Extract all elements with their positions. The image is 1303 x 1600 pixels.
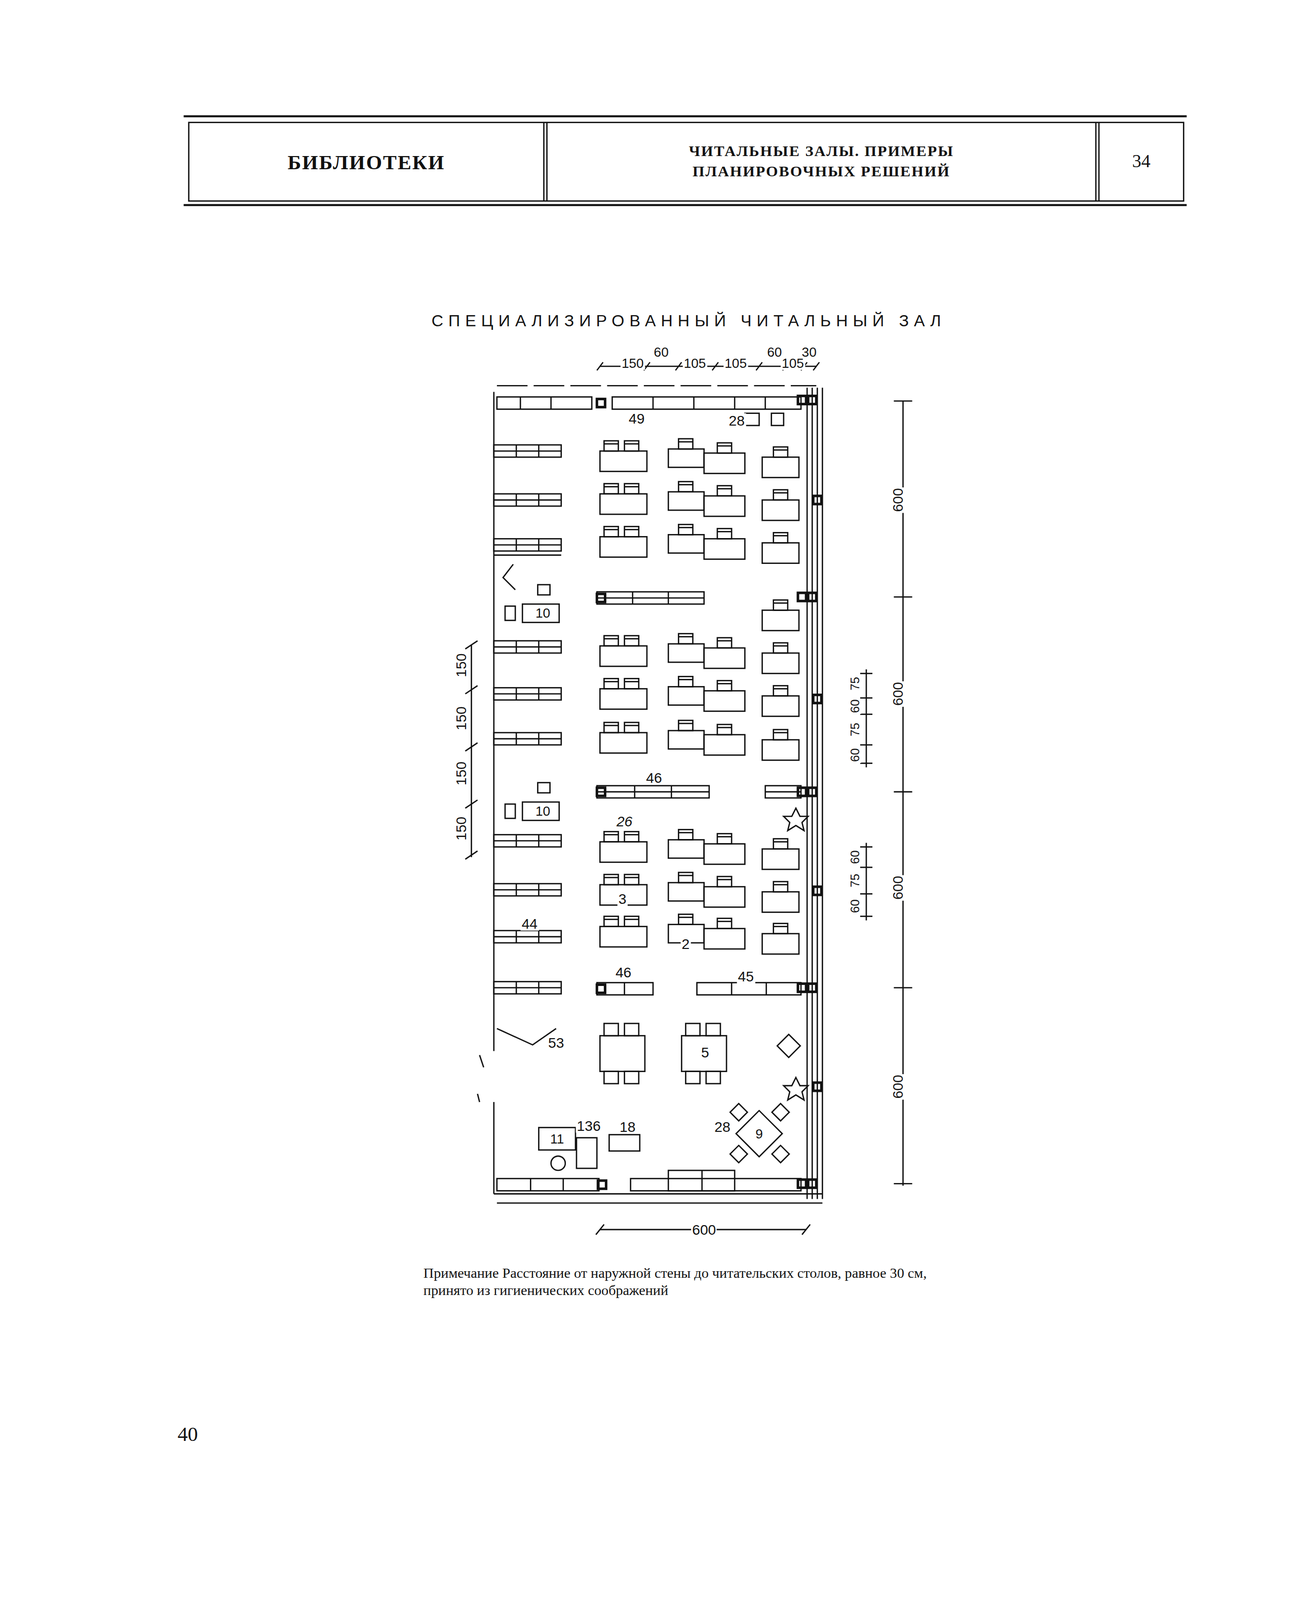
dimension-value: 60	[849, 898, 862, 914]
dimension-value: 150	[620, 356, 645, 370]
dimension-value: 75	[849, 721, 862, 738]
header-cell: 34	[1098, 122, 1184, 202]
dimension-value: 150	[453, 815, 469, 842]
header-text: БИБЛИОТЕКИ	[287, 148, 446, 175]
dimension-value: 60	[849, 849, 862, 865]
callout-number: 53	[547, 1035, 565, 1050]
dimension-value: 600	[890, 874, 905, 901]
dimension-value: 150	[453, 760, 469, 787]
dimension-value: 30	[800, 345, 818, 359]
dimension-value: 150	[453, 705, 469, 732]
callout-number: 28	[727, 413, 746, 428]
dimension-value: 600	[691, 1222, 717, 1237]
callout-number: 11	[549, 1132, 565, 1146]
dimension-value: 75	[849, 675, 862, 692]
header-text: 34	[1132, 149, 1151, 174]
callout-number: 18	[618, 1119, 637, 1134]
dimension-value: 60	[849, 747, 862, 763]
callout-number: 49	[627, 411, 646, 426]
callout-number: 28	[713, 1119, 732, 1134]
dimension-value: 150	[453, 652, 469, 679]
callout-number: 136	[576, 1118, 602, 1133]
callout-number: 26	[615, 814, 634, 829]
dimension-value: 600	[890, 1073, 905, 1100]
callout-number: 5	[700, 1044, 711, 1059]
plan-title: СПЕЦИАЛИЗИРОВАННЫЙ ЧИТАЛЬНЫЙ ЗАЛ	[431, 312, 947, 331]
header-text: ЧИТАЛЬНЫЕ ЗАЛЫ. ПРИМЕРЫ ПЛАНИРОВОЧНЫХ РЕ…	[637, 141, 1006, 182]
callout-number: 2	[680, 936, 692, 951]
page-number: 40	[176, 1423, 199, 1444]
dimension-value: 60	[653, 345, 670, 359]
callout-number: 9	[754, 1126, 764, 1140]
callout-number: 46	[614, 965, 633, 980]
note-caption: Примечание Расстояние от наружной стены …	[423, 1265, 965, 1300]
callout-number: 44	[520, 916, 539, 931]
dimension-value: 600	[890, 486, 905, 513]
dimension-value: 600	[890, 680, 905, 707]
callout-number: 3	[617, 891, 628, 906]
callout-number: 45	[737, 969, 755, 984]
dimension-value: 60	[849, 698, 862, 714]
dimension-value: 105	[723, 356, 748, 370]
dimension-value: 75	[849, 872, 862, 889]
dimension-value: 105	[682, 356, 708, 370]
callout-number: 10	[534, 606, 552, 620]
header-cell: БИБЛИОТЕКИ	[188, 122, 545, 202]
callout-number: 46	[644, 770, 663, 785]
callout-number: 10	[534, 804, 552, 818]
header-cell: ЧИТАЛЬНЫЕ ЗАЛЫ. ПРИМЕРЫ ПЛАНИРОВОЧНЫХ РЕ…	[547, 122, 1097, 202]
